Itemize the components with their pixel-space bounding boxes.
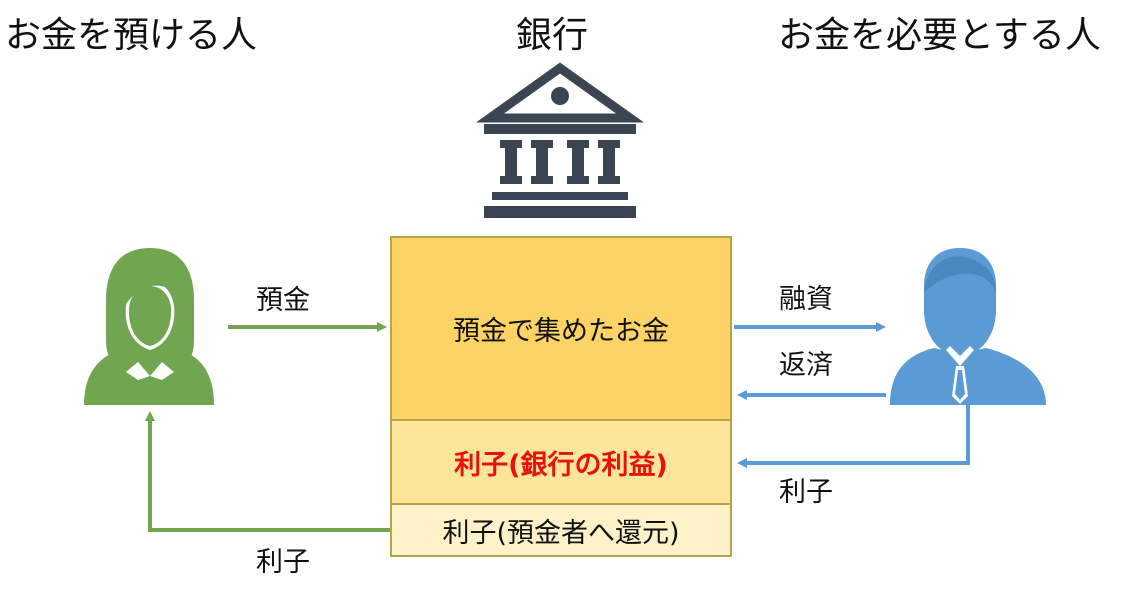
repayment-label: 返済 (779, 350, 833, 381)
interest-in-label: 利子 (779, 477, 833, 508)
depositor-interest-box: 利子(預金者へ還元) (390, 505, 732, 557)
bank-profit-label: 利子(銀行の利益) (454, 449, 668, 481)
borrower-heading: お金を必要とする人 (778, 15, 1101, 56)
interest-payment-arrow (737, 405, 970, 468)
interest-out-label: 利子 (256, 547, 310, 578)
depositor-heading: お金を預ける人 (5, 15, 258, 56)
deposit-label: 預金 (256, 285, 310, 316)
interest-return-arrow (145, 411, 390, 532)
pooled-deposits-label: 預金で集めたお金 (453, 316, 669, 347)
loan-label: 融資 (779, 284, 833, 315)
woman-silhouette-icon (84, 248, 214, 405)
pooled-deposits-box: 預金で集めたお金 (390, 236, 732, 421)
businessperson-silhouette-icon (890, 248, 1046, 405)
bank-profit-box: 利子(銀行の利益) (390, 421, 732, 505)
depositor-interest-label: 利子(預金者へ還元) (442, 517, 680, 549)
bank-building-icon (475, 62, 645, 218)
bank-heading: 銀行 (516, 15, 589, 56)
